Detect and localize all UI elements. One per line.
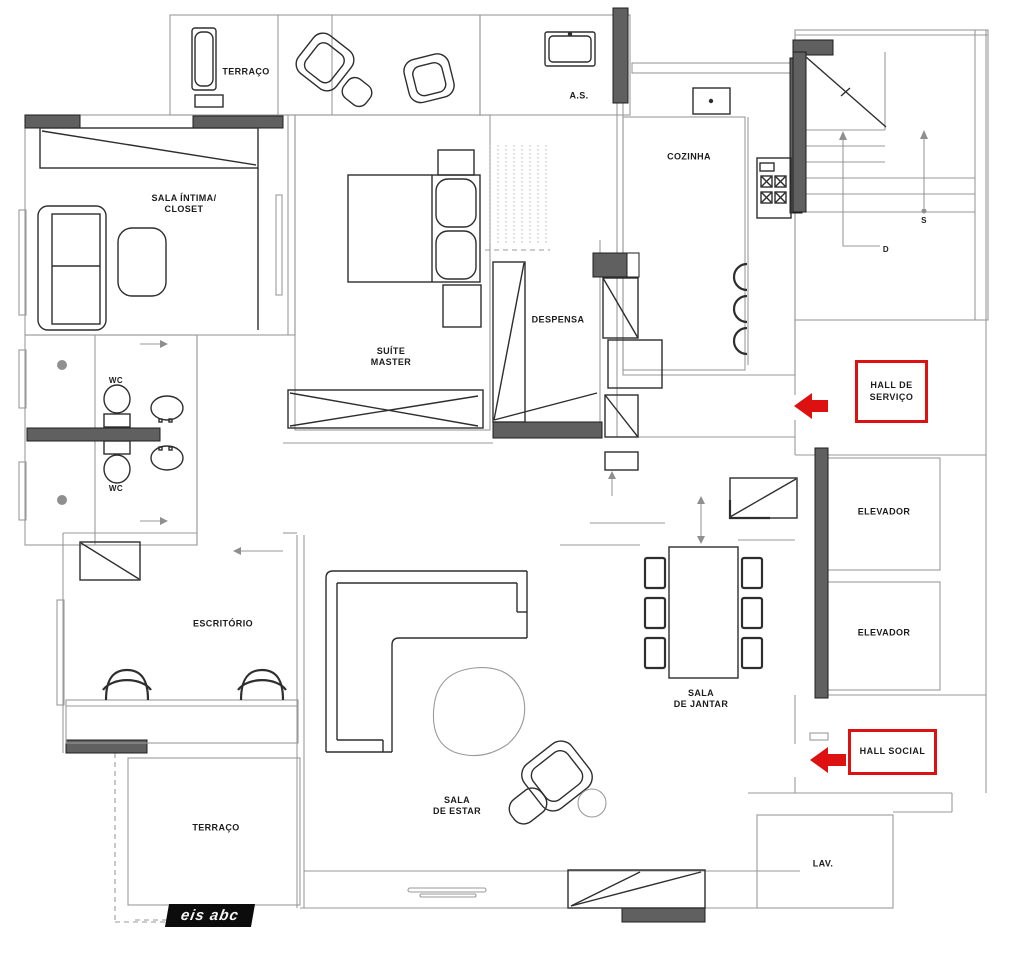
room-label-sala-estar-line1: SALA	[443, 794, 471, 805]
room-label-wc-top: WC	[108, 376, 124, 385]
hall-servico-callout-line2: SERVIÇO	[869, 391, 914, 402]
wardrobe-suite	[287, 389, 484, 429]
hall-servico-callout: HALL DE SERVIÇO	[855, 360, 928, 423]
cabinet-bottom	[567, 869, 706, 909]
washer-icon	[544, 31, 596, 67]
social-hall-arrow-icon	[810, 747, 846, 773]
wardrobe-escritorio	[79, 541, 141, 581]
desk-escritorio	[65, 699, 299, 744]
drying-rack	[489, 145, 547, 243]
room-label-suite-line2: MASTER	[370, 357, 412, 367]
room-label-terraco-top: TERRAÇO	[222, 66, 270, 77]
room-label-sala-estar-line2: DE ESTAR	[432, 806, 482, 816]
shaft-white-strip	[626, 252, 640, 278]
stove-icon	[756, 157, 792, 219]
room-label-elevador-1: ELEVADOR	[857, 506, 911, 517]
rug	[432, 667, 526, 757]
desk-chairs	[102, 668, 287, 701]
room-label-lavabo: LAV.	[812, 858, 834, 869]
hall-social-callout-label: HALL SOCIAL	[859, 746, 926, 757]
room-label-wc-bottom: WC	[108, 484, 124, 493]
room-label-suite: SUÍTE MASTER	[371, 346, 411, 369]
side-table	[577, 788, 607, 818]
coffee-table-sala-intima	[117, 227, 167, 297]
sink-icon	[692, 87, 731, 115]
bathtub	[191, 27, 224, 108]
kitchen-stools	[732, 262, 748, 356]
windows	[18, 62, 793, 706]
tv-shelf	[407, 887, 487, 898]
sofa-sala-estar	[325, 570, 528, 753]
dashed-boundaries	[114, 249, 550, 923]
room-label-sala-jantar-line2: DE JANTAR	[673, 699, 729, 709]
stairs-down-label: D	[882, 245, 890, 254]
wc-knob-bottom	[57, 495, 67, 505]
terrace-armchair-2	[403, 53, 455, 104]
hall-servico-callout-line1: HALL DE	[870, 379, 913, 390]
room-label-cozinha: COZINHA	[667, 151, 711, 162]
room-label-sala-intima-line2: CLOSET	[164, 204, 204, 214]
watermark: eis abc	[164, 904, 256, 927]
stairs-up-label: S	[921, 216, 927, 225]
room-label-sala-estar: SALA DE ESTAR	[433, 795, 481, 818]
room-label-sala-intima: SALA ÍNTIMA/ CLOSET	[152, 193, 217, 216]
toilet-bottom	[103, 440, 131, 484]
corridor-cabinets	[602, 277, 663, 471]
sofa-sala-intima	[37, 205, 107, 331]
armchair-sala-estar	[508, 740, 593, 825]
room-label-escritorio: ESCRITÓRIO	[192, 618, 254, 629]
dining-chairs	[643, 556, 764, 670]
structural-walls	[24, 7, 834, 923]
cabinet-dining	[728, 477, 798, 520]
door-arrows	[140, 340, 705, 555]
room-label-sala-intima-line1: SALA ÍNTIMA/	[151, 192, 217, 203]
bed	[347, 149, 482, 328]
room-label-suite-line1: SUÍTE	[376, 345, 406, 356]
dining-table	[668, 546, 739, 679]
wardrobe-sala-intima	[39, 127, 259, 330]
terrace-armchair-1	[295, 32, 373, 108]
room-label-elevador-2: ELEVADOR	[857, 627, 911, 638]
room-label-sala-jantar-line1: SALA	[687, 687, 715, 698]
sink-bottom	[150, 445, 184, 471]
sink-top	[150, 395, 184, 423]
hall-social-callout: HALL SOCIAL	[848, 729, 937, 775]
toilet-top	[103, 384, 131, 428]
wc-knob-top	[57, 360, 67, 370]
room-label-terraco-bottom: TERRAÇO	[192, 822, 240, 833]
service-hall-arrow-icon	[794, 393, 828, 419]
room-label-sala-jantar: SALA DE JANTAR	[674, 688, 728, 711]
room-label-area-servico: A.S.	[569, 90, 589, 101]
stairs	[805, 56, 928, 247]
room-label-despensa: DESPENSA	[531, 314, 585, 325]
closet-despensa	[492, 261, 598, 423]
